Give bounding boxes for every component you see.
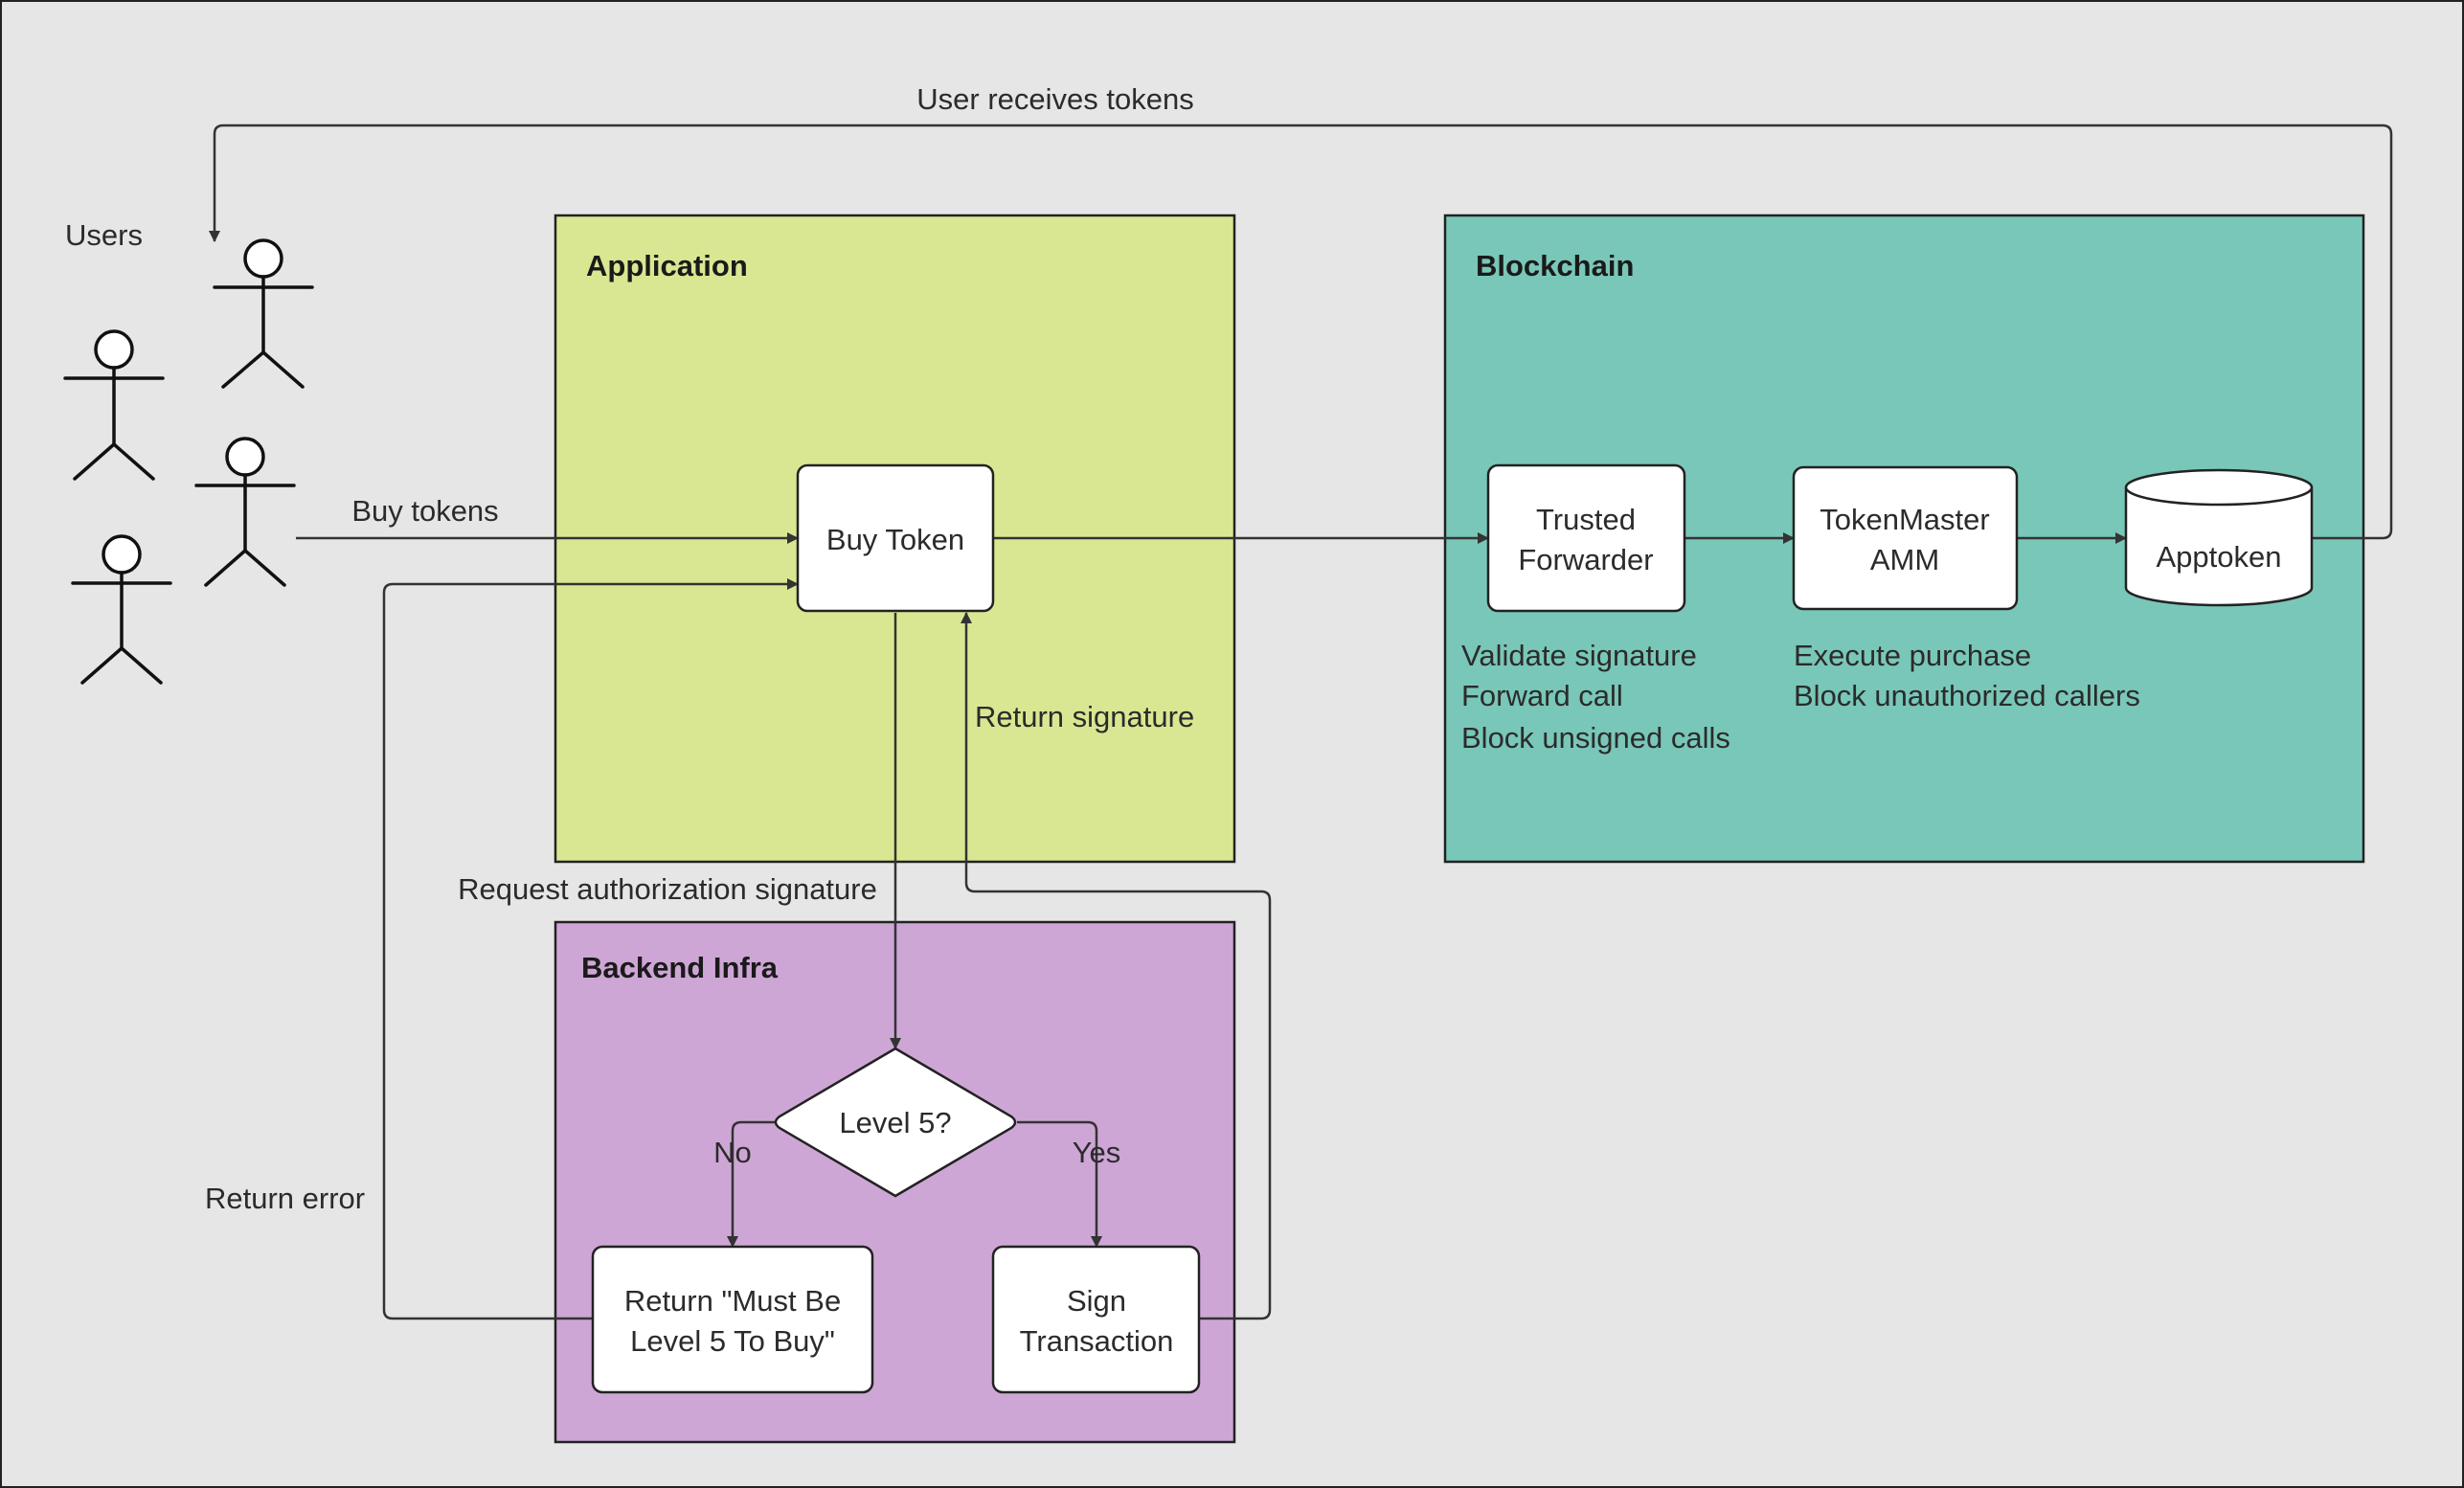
user-actor-icon: [213, 238, 314, 389]
edge-label-yes: Yes: [1073, 1136, 1121, 1169]
backend-group-title: Backend Infra: [581, 951, 779, 984]
level5-decision-node[interactable]: Level 5?: [774, 1047, 1017, 1198]
svg-text:Block unsigned calls: Block unsigned calls: [1461, 721, 1730, 755]
svg-text:Level 5 To Buy": Level 5 To Buy": [630, 1324, 835, 1358]
edge-label-user-receives-tokens: User receives tokens: [916, 82, 1193, 116]
user-actor-icon: [194, 437, 296, 587]
edge-return-signature: [961, 612, 1272, 1320]
tokenmaster-amm-node[interactable]: TokenMaster AMM: [1792, 465, 2019, 611]
svg-text:Validate signature: Validate signature: [1461, 639, 1697, 672]
return-error-node[interactable]: Return "Must Be Level 5 To Buy": [591, 1245, 874, 1394]
user-actor-icon: [63, 329, 165, 481]
users-label: Users: [65, 218, 143, 252]
svg-text:Execute purchase: Execute purchase: [1794, 639, 2031, 672]
svg-text:Return "Must Be: Return "Must Be: [624, 1284, 841, 1318]
svg-text:Forward call: Forward call: [1461, 679, 1623, 712]
svg-text:Transaction: Transaction: [1020, 1324, 1174, 1358]
edge-label-request-authorization: Request authorization signature: [458, 872, 877, 906]
forwarder-annotation: Validate signature Forward call Block un…: [1461, 639, 1730, 755]
application-group-title: Application: [586, 249, 748, 282]
trusted-forwarder-node[interactable]: Trusted Forwarder: [1486, 463, 1686, 613]
svg-text:Buy Token: Buy Token: [826, 523, 964, 556]
apptoken-database-node[interactable]: Apptoken: [2124, 468, 2314, 607]
sign-transaction-node[interactable]: Sign Transaction: [991, 1245, 1201, 1394]
user-actor-icon: [71, 534, 172, 685]
edge-decision-no: [727, 1120, 775, 1248]
svg-text:Trusted: Trusted: [1536, 503, 1636, 536]
svg-text:Block unauthorized callers: Block unauthorized callers: [1794, 679, 2140, 712]
svg-text:Level 5?: Level 5?: [839, 1106, 951, 1139]
svg-text:AMM: AMM: [1870, 543, 1939, 576]
edge-label-buy-tokens: Buy tokens: [351, 494, 498, 528]
blockchain-group-title: Blockchain: [1476, 249, 1634, 282]
edge-user-receives-tokens: [209, 124, 2393, 540]
buy-token-node[interactable]: Buy Token: [796, 463, 995, 613]
svg-text:Forwarder: Forwarder: [1518, 543, 1653, 576]
amm-annotation: Execute purchase Block unauthorized call…: [1794, 639, 2140, 712]
edge-decision-yes: [1017, 1120, 1102, 1248]
edge-label-no: No: [713, 1136, 752, 1169]
svg-text:TokenMaster: TokenMaster: [1820, 503, 1989, 536]
edge-label-return-error: Return error: [205, 1182, 365, 1215]
svg-text:Sign: Sign: [1067, 1284, 1126, 1318]
edge-return-error: [382, 578, 799, 1320]
svg-text:Apptoken: Apptoken: [2157, 540, 2282, 574]
edge-label-return-signature: Return signature: [975, 700, 1194, 733]
